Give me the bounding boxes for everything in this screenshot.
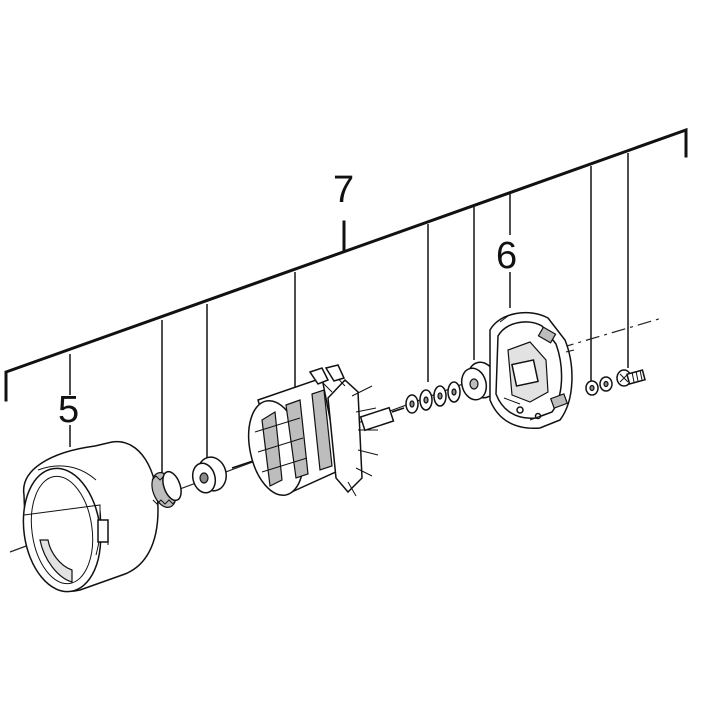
washer-stack-part	[405, 381, 461, 414]
leader-lines	[69, 153, 629, 480]
group-bracket	[4, 127, 688, 402]
pinion-gear-part	[151, 470, 182, 508]
brush-plate-part	[489, 311, 575, 429]
rear-bearing-part	[460, 361, 498, 401]
armature-part	[231, 364, 405, 497]
callout-group-7: 7	[333, 169, 354, 211]
bushing-part	[191, 456, 227, 494]
callout-housing-5: 5	[58, 389, 79, 431]
callout-brush-plate-6: 6	[496, 235, 517, 277]
motor-housing-part	[22, 441, 159, 593]
fastener-set-part	[585, 369, 646, 396]
